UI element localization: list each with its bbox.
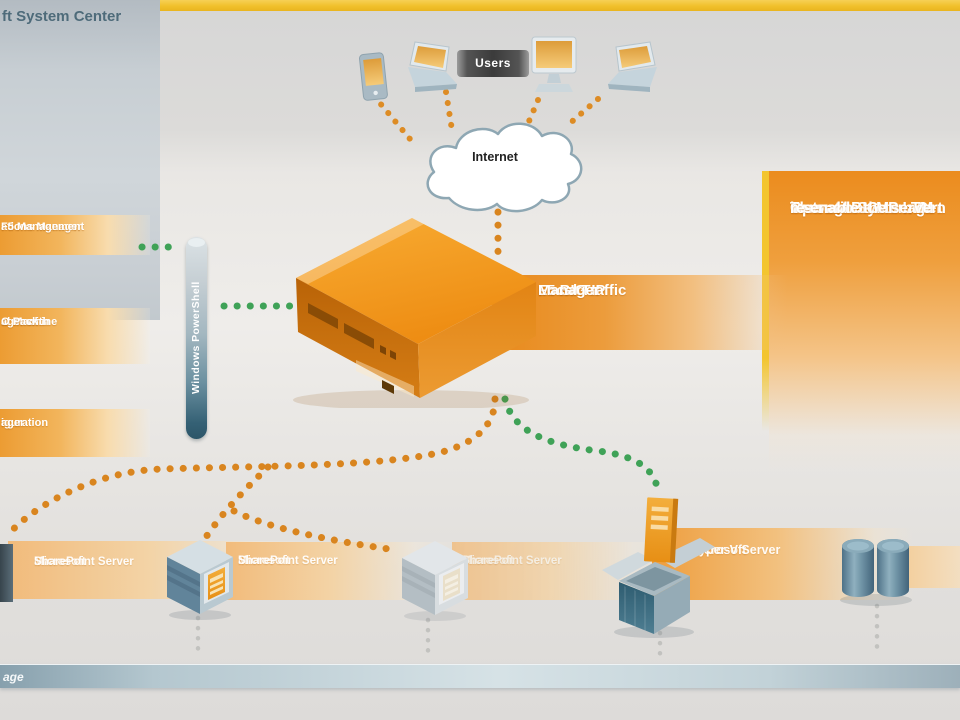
sharepoint2-server-icon bbox=[167, 540, 233, 620]
hyperv-server-icon bbox=[602, 497, 715, 638]
monitor-icon bbox=[531, 36, 577, 92]
backbone-line bbox=[0, 0, 960, 11]
panel-item-virtual-machine-manager: al Machine ager with O Pack bbox=[0, 308, 150, 364]
panel-item-operations-manager: ations Manager F5 Management bbox=[0, 215, 150, 255]
dots-bigip-to-hyperv bbox=[501, 395, 662, 497]
database-cylinders-icon bbox=[840, 539, 912, 606]
dots-phone-to-cloud bbox=[371, 93, 413, 142]
internet-label: Internet bbox=[472, 150, 518, 164]
dots-monitor-to-cloud bbox=[524, 97, 541, 129]
system-center-title: ft System Center bbox=[2, 8, 122, 25]
smartphone-icon bbox=[359, 52, 388, 101]
laptop1-icon bbox=[408, 41, 457, 92]
database-label-banner bbox=[905, 546, 960, 588]
storage-bar: age bbox=[0, 664, 960, 688]
dots-laptop2-to-cloud bbox=[565, 96, 601, 128]
internet-cloud bbox=[426, 122, 583, 213]
storage-label: age bbox=[3, 670, 24, 684]
sharepoint1-server-icon bbox=[0, 544, 13, 602]
laptop2-icon bbox=[608, 41, 657, 92]
sharepoint3-server-icon bbox=[402, 541, 468, 621]
powershell-pill: Windows PowerShell bbox=[186, 237, 207, 439]
system-center-panel: ft System Center bbox=[0, 0, 160, 320]
powershell-pill-cap bbox=[188, 238, 205, 247]
dots-laptop1-to-cloud bbox=[443, 89, 455, 133]
sharepoint3-label: Microsoft SharePoint Server bbox=[452, 542, 678, 600]
dots-bigip-to-sharepoint1 bbox=[2, 395, 499, 541]
bigip-label-banner: F5 BIG-IP Local Traffic Manager bbox=[492, 275, 788, 350]
panel-item-configuration-manager: iguration ager bbox=[0, 409, 150, 457]
callout-panel bbox=[769, 171, 960, 471]
users-banner: Users bbox=[457, 50, 529, 77]
dots-branch-to-sharepoint2 bbox=[202, 463, 272, 541]
bigip-appliance bbox=[293, 218, 536, 408]
dots-branch-to-sharepoint3 bbox=[230, 507, 400, 554]
